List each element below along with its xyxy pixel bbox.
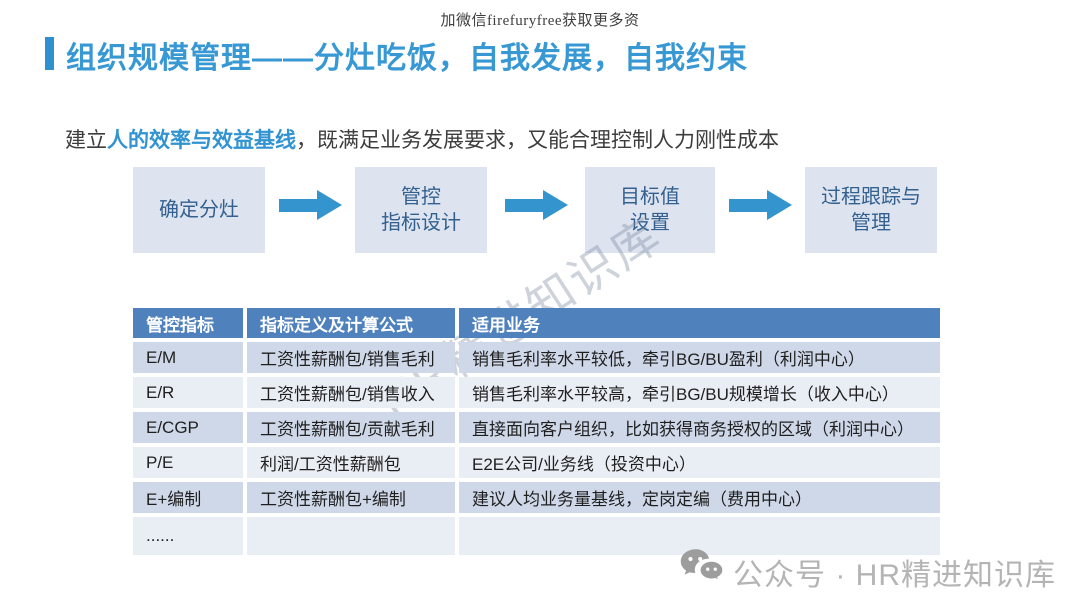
flow-step-target-setting: 目标值 设置 [585, 167, 715, 253]
arrow-shaft [729, 198, 767, 212]
table-header-applicable-business: 适用业务 [459, 308, 940, 338]
arrow-shaft [505, 198, 543, 212]
table-cell: 销售毛利率水平较高，牵引BG/BU规模增长（收入中心） [459, 377, 940, 408]
subtitle: 建立人的效率与效益基线，既满足业务发展要求，又能合理控制人力刚性成本 [65, 124, 779, 154]
title-accent-bar [45, 37, 54, 70]
flow-arrow-2 [505, 190, 568, 220]
table-cell: 工资性薪酬包+编制 [247, 482, 455, 513]
flow-step-process-tracking: 过程跟踪与 管理 [805, 167, 937, 253]
table-cell [247, 517, 455, 555]
table-cell: E/CGP [133, 412, 243, 443]
table-cell: 工资性薪酬包/贡献毛利 [247, 412, 455, 443]
table-cell: E/R [133, 377, 243, 408]
table-cell: 销售毛利率水平较低，牵引BG/BU盈利（利润中心） [459, 342, 940, 373]
table-cell: 工资性薪酬包/销售毛利 [247, 342, 455, 373]
table-cell: 工资性薪酬包/销售收入 [247, 377, 455, 408]
table-cell: E+编制 [133, 482, 243, 513]
flow-step-determine-units: 确定分灶 [133, 167, 265, 253]
footer-account-label: 公众号 · HR精进知识库 [733, 559, 1056, 592]
flow-step-indicator-design: 管控 指标设计 [355, 167, 487, 253]
flow-arrow-3 [729, 190, 792, 220]
table-cell: 直接面向客户组织，比如获得商务授权的区域（利润中心） [459, 412, 940, 443]
table-cell [459, 517, 940, 555]
table-cell: E/M [133, 342, 243, 373]
flow-arrow-1 [279, 190, 342, 220]
table-header-indicator: 管控指标 [133, 308, 243, 338]
subtitle-prefix: 建立 [65, 129, 107, 152]
arrow-head-icon [543, 190, 568, 220]
table-cell: 建议人均业务量基线，定岗定编（费用中心） [459, 482, 940, 513]
subtitle-suffix: ，既满足业务发展要求，又能合理控制人力刚性成本 [296, 129, 779, 152]
table-cell: E2E公司/业务线（投资中心） [459, 447, 940, 478]
table-cell: P/E [133, 447, 243, 478]
arrow-head-icon [317, 190, 342, 220]
wechat-icon [679, 547, 725, 592]
page-title: 组织规模管理——分灶吃饭，自我发展，自我约束 [66, 42, 748, 75]
subtitle-highlight: 人的效率与效益基线 [107, 129, 296, 152]
control-indicators-table: 管控指标 指标定义及计算公式 适用业务 E/M 工资性薪酬包/销售毛利 销售毛利… [133, 308, 940, 555]
arrow-shaft [279, 198, 317, 212]
top-watermark-text: 加微信firefuryfree获取更多资 [440, 13, 640, 29]
table-header-definition: 指标定义及计算公式 [247, 308, 455, 338]
table-cell: 利润/工资性薪酬包 [247, 447, 455, 478]
arrow-head-icon [767, 190, 792, 220]
table-cell: ...... [133, 517, 243, 555]
